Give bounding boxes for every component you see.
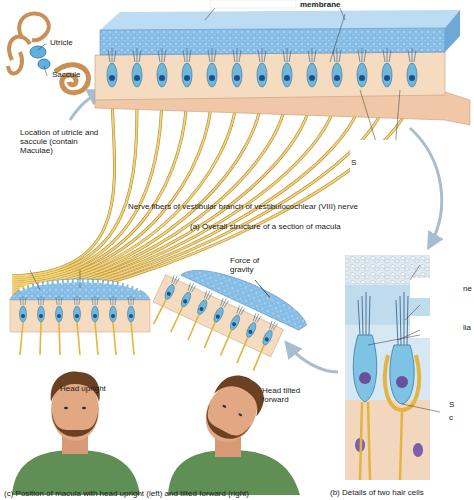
part-label: Saccule [52, 70, 92, 79]
inner-ear [8, 13, 88, 92]
part-label: Force of gravity [230, 256, 272, 274]
head-upright [12, 372, 140, 495]
macula-upright [10, 270, 150, 355]
label-fragment: S [351, 158, 361, 167]
part-label: Nerve fibers of vestibular branch of ves… [128, 202, 428, 211]
label-fragment: ne [463, 284, 474, 293]
macula-section [95, 10, 470, 125]
panel-caption: (b) Details of two hair cells [330, 488, 474, 497]
label-fragment: S [449, 400, 459, 409]
view-label: Head tilted forward [262, 386, 312, 404]
panel-caption: (a) Overall structure of a section of ma… [190, 222, 450, 231]
part-label: membrane [300, 0, 350, 9]
label-fragment: lia [463, 323, 474, 332]
part-label: Utricle [50, 38, 90, 47]
location-caption: Location of utricle and saccule (contain… [20, 128, 100, 155]
view-label: Head upright [60, 384, 130, 393]
panel-caption: (c) Position of macula with head upright… [4, 489, 324, 498]
macula-tilted [144, 249, 312, 383]
leader-line [38, 44, 47, 76]
label-fragment: c [449, 413, 459, 422]
